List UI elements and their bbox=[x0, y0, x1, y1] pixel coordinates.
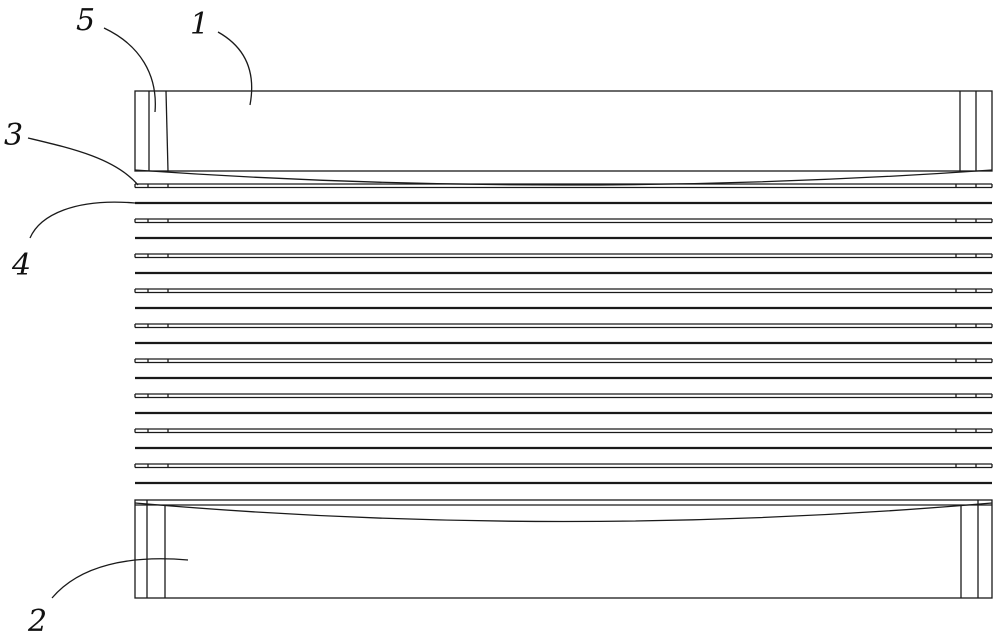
label-4: 4 bbox=[11, 248, 31, 283]
leader-line-2 bbox=[52, 559, 188, 598]
leader-line-1 bbox=[218, 32, 252, 105]
leader-line-5 bbox=[104, 28, 155, 112]
thin-sheet bbox=[135, 254, 992, 258]
thin-sheet bbox=[135, 289, 992, 293]
label-3: 3 bbox=[4, 118, 23, 153]
thin-sheet bbox=[135, 219, 992, 223]
label-1: 1 bbox=[190, 7, 209, 42]
thin-sheet bbox=[135, 184, 992, 188]
upper-curved-face bbox=[135, 170, 992, 185]
thin-sheet bbox=[135, 359, 992, 363]
thin-sheet bbox=[135, 394, 992, 398]
leader-line-3 bbox=[28, 138, 138, 185]
thin-sheet bbox=[135, 429, 992, 433]
label-5: 5 bbox=[76, 3, 95, 38]
leader-lines bbox=[28, 28, 252, 598]
lower-curved-face bbox=[135, 503, 992, 522]
label-2: 2 bbox=[27, 604, 47, 639]
upper-block bbox=[135, 91, 992, 185]
reference-labels: 5 1 3 4 2 bbox=[4, 3, 209, 639]
thin-sheet bbox=[135, 464, 992, 468]
thin-sheet bbox=[135, 324, 992, 328]
leader-line-4 bbox=[30, 202, 135, 238]
layer-stack bbox=[135, 184, 992, 483]
lower-block bbox=[135, 500, 992, 598]
